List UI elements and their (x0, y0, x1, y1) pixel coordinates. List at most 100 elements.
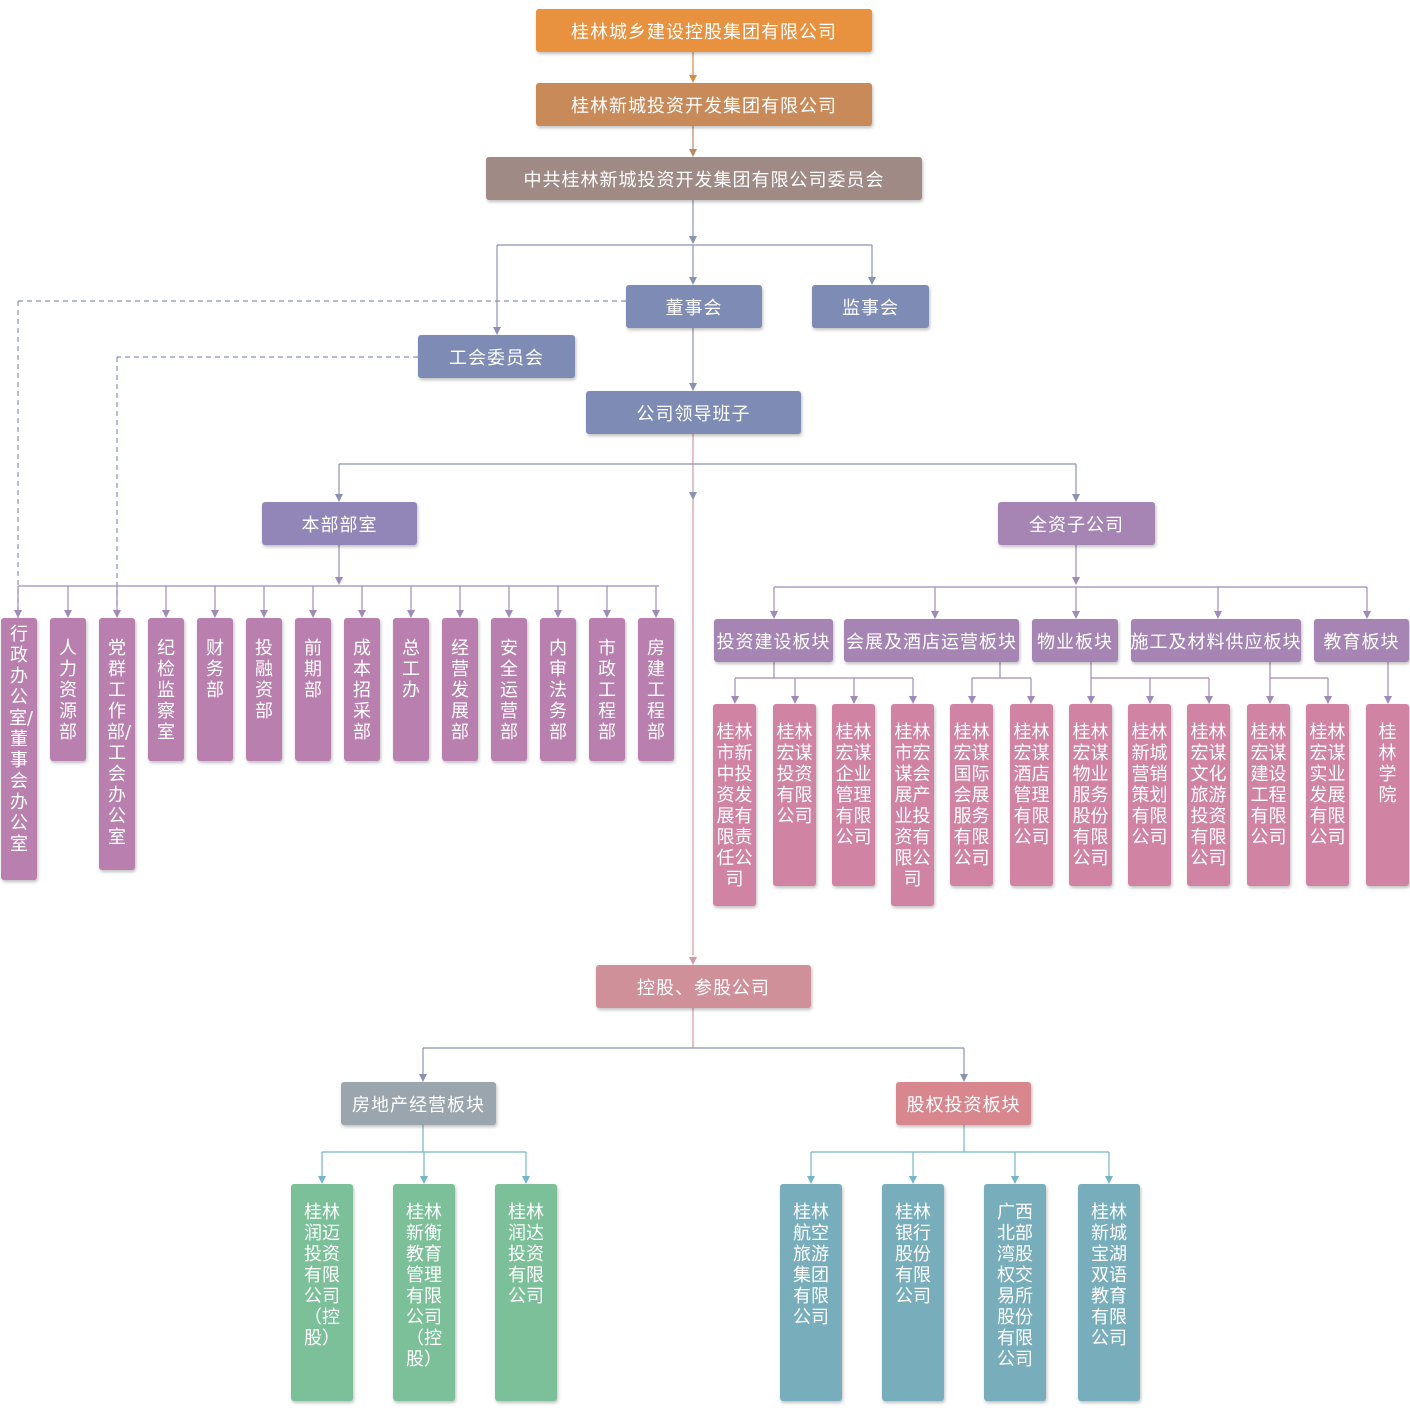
party-committee-box: 中共桂林新城投资开发集团有限公司委员会 (486, 157, 922, 200)
connector-arrow (420, 1176, 428, 1184)
holding-company: 桂林新衡教育管理有限公司（控股） (393, 1184, 455, 1401)
equity-company: 广西北部湾股权交易所股份有限公司 (984, 1184, 1046, 1401)
hq-dept-building-engineering: 房建工程部 (638, 618, 674, 761)
connector-arrow (807, 1176, 815, 1184)
connector-arrow (162, 610, 170, 618)
connector-arrow (689, 149, 697, 157)
company-box: 桂林新城投资开发集团有限公司 (536, 83, 872, 126)
board-box: 董事会 (626, 285, 762, 328)
hq-dept-cost-procurement: 成本招采部 (344, 618, 380, 761)
subsidiary-company: 桂林学院 (1366, 704, 1409, 886)
connector-arrow (419, 1074, 427, 1082)
connector-arrow (522, 1176, 530, 1184)
connector-arrow (1105, 1176, 1113, 1184)
subsidiary-company: 桂林宏谋物业服务股份有限公司 (1069, 704, 1112, 886)
connector-arrow (358, 610, 366, 618)
connector-arrow (1011, 1176, 1019, 1184)
connector-arrow (603, 610, 611, 618)
connector-arrow (211, 610, 219, 618)
connector-arrow (113, 610, 121, 618)
hq-dept-chief-engineer: 总工办 (393, 618, 429, 761)
equity-company: 桂林银行股份有限公司 (882, 1184, 944, 1401)
hq-departments-box: 本部部室 (262, 502, 417, 545)
connector-arrow (1384, 696, 1392, 704)
connector-arrow (1205, 696, 1213, 704)
hq-dept-preliminary: 前期部 (295, 618, 331, 761)
connector-arrow (335, 577, 343, 585)
connector-arrow (689, 383, 697, 391)
connector-arrow (770, 611, 778, 619)
hq-dept-finance: 财务部 (197, 618, 233, 761)
connector-arrow (909, 1176, 917, 1184)
segment-real-estate: 房地产经营板块 (341, 1082, 496, 1125)
connector-arrow (731, 696, 739, 704)
connector-arrow (407, 610, 415, 618)
holdings-box: 控股、参股公司 (596, 965, 811, 1008)
subsidiary-company: 桂林宏谋投资有限公司 (773, 704, 816, 886)
connector-arrow (689, 492, 697, 500)
connector-arrow (689, 957, 697, 965)
group-company-box: 桂林城乡建设控股集团有限公司 (536, 9, 872, 52)
hq-dept-business-development: 经营发展部 (442, 618, 478, 761)
hq-dept-admin-office: 行政办公室/董事会办公室 (1, 618, 37, 880)
connector-arrow (931, 611, 939, 619)
hq-dept-safety-operation: 安全运营部 (491, 618, 527, 761)
hq-dept-municipal-engineering: 市政工程部 (589, 618, 625, 761)
connector-arrow (850, 696, 858, 704)
connector-arrow (689, 277, 697, 285)
subsidiary-company: 桂林宏谋实业发展有限公司 (1306, 704, 1349, 886)
leadership-box: 公司领导班子 (586, 391, 801, 434)
subsidiary-company: 桂林宏谋建设工程有限公司 (1247, 704, 1290, 886)
connector-arrow (909, 696, 917, 704)
equity-company: 桂林航空旅游集团有限公司 (780, 1184, 842, 1401)
connector-arrow (1214, 611, 1222, 619)
connector-arrow (1072, 577, 1080, 585)
segment-exhibition-hotel: 会展及酒店运营板块 (844, 619, 1019, 662)
hq-dept-audit-legal: 内审法务部 (540, 618, 576, 761)
subsidiary-company: 桂林宏谋国际会展服务有限公司 (950, 704, 993, 886)
segment-education: 教育板块 (1314, 619, 1409, 662)
supervisory-board-box: 监事会 (812, 285, 929, 328)
hq-dept-investment-financing: 投融资部 (246, 618, 282, 761)
connector-arrow (309, 610, 317, 618)
connector-arrow (791, 696, 799, 704)
connector-arrow (64, 610, 72, 618)
subsidiary-company: 桂林宏谋文化旅游投资有限公司 (1187, 704, 1230, 886)
segment-equity-investment: 股权投资板块 (896, 1082, 1031, 1125)
connector-arrow (1324, 696, 1332, 704)
connector-arrow (1146, 696, 1154, 704)
subsidiaries-box: 全资子公司 (998, 502, 1155, 545)
connector-arrow (960, 1074, 968, 1082)
equity-company: 桂林新城宝湖双语教育有限公司 (1078, 1184, 1140, 1401)
segment-construction-materials: 施工及材料供应板块 (1131, 619, 1301, 662)
segment-property: 物业板块 (1032, 619, 1118, 662)
holding-company: 桂林润达投资有限公司 (495, 1184, 557, 1401)
connector-arrow (652, 610, 660, 618)
hq-dept-party-work: 党群工作部/工会办公室 (99, 618, 135, 870)
connector-arrow (1266, 696, 1274, 704)
subsidiary-company: 桂林市宏谋会展产业投资有限公司 (891, 704, 934, 906)
connector-arrow (689, 236, 697, 244)
subsidiary-company: 桂林市新中投资发展有限责任公司 (713, 704, 756, 906)
holding-company: 桂林润迈投资有限公司（控股） (291, 1184, 353, 1401)
connector-arrow (456, 610, 464, 618)
connector-arrow (1363, 611, 1371, 619)
subsidiary-company: 桂林宏谋企业管理有限公司 (832, 704, 875, 886)
subsidiary-company: 桂林宏谋酒店管理有限公司 (1010, 704, 1053, 886)
hq-dept-discipline: 纪检监察室 (148, 618, 184, 761)
connector-arrow (868, 277, 876, 285)
connector-arrow (968, 696, 976, 704)
connector-arrow (1072, 611, 1080, 619)
connector-arrow (1027, 696, 1035, 704)
connector-arrow (335, 494, 343, 502)
hq-dept-hr: 人力资源部 (50, 618, 86, 761)
connector-arrow (689, 75, 697, 83)
connector-arrow (505, 610, 513, 618)
connector-arrow (1087, 696, 1095, 704)
connector-arrow (318, 1176, 326, 1184)
connector-arrow (14, 610, 22, 618)
connector-arrow (260, 610, 268, 618)
connector-arrow (493, 327, 501, 335)
